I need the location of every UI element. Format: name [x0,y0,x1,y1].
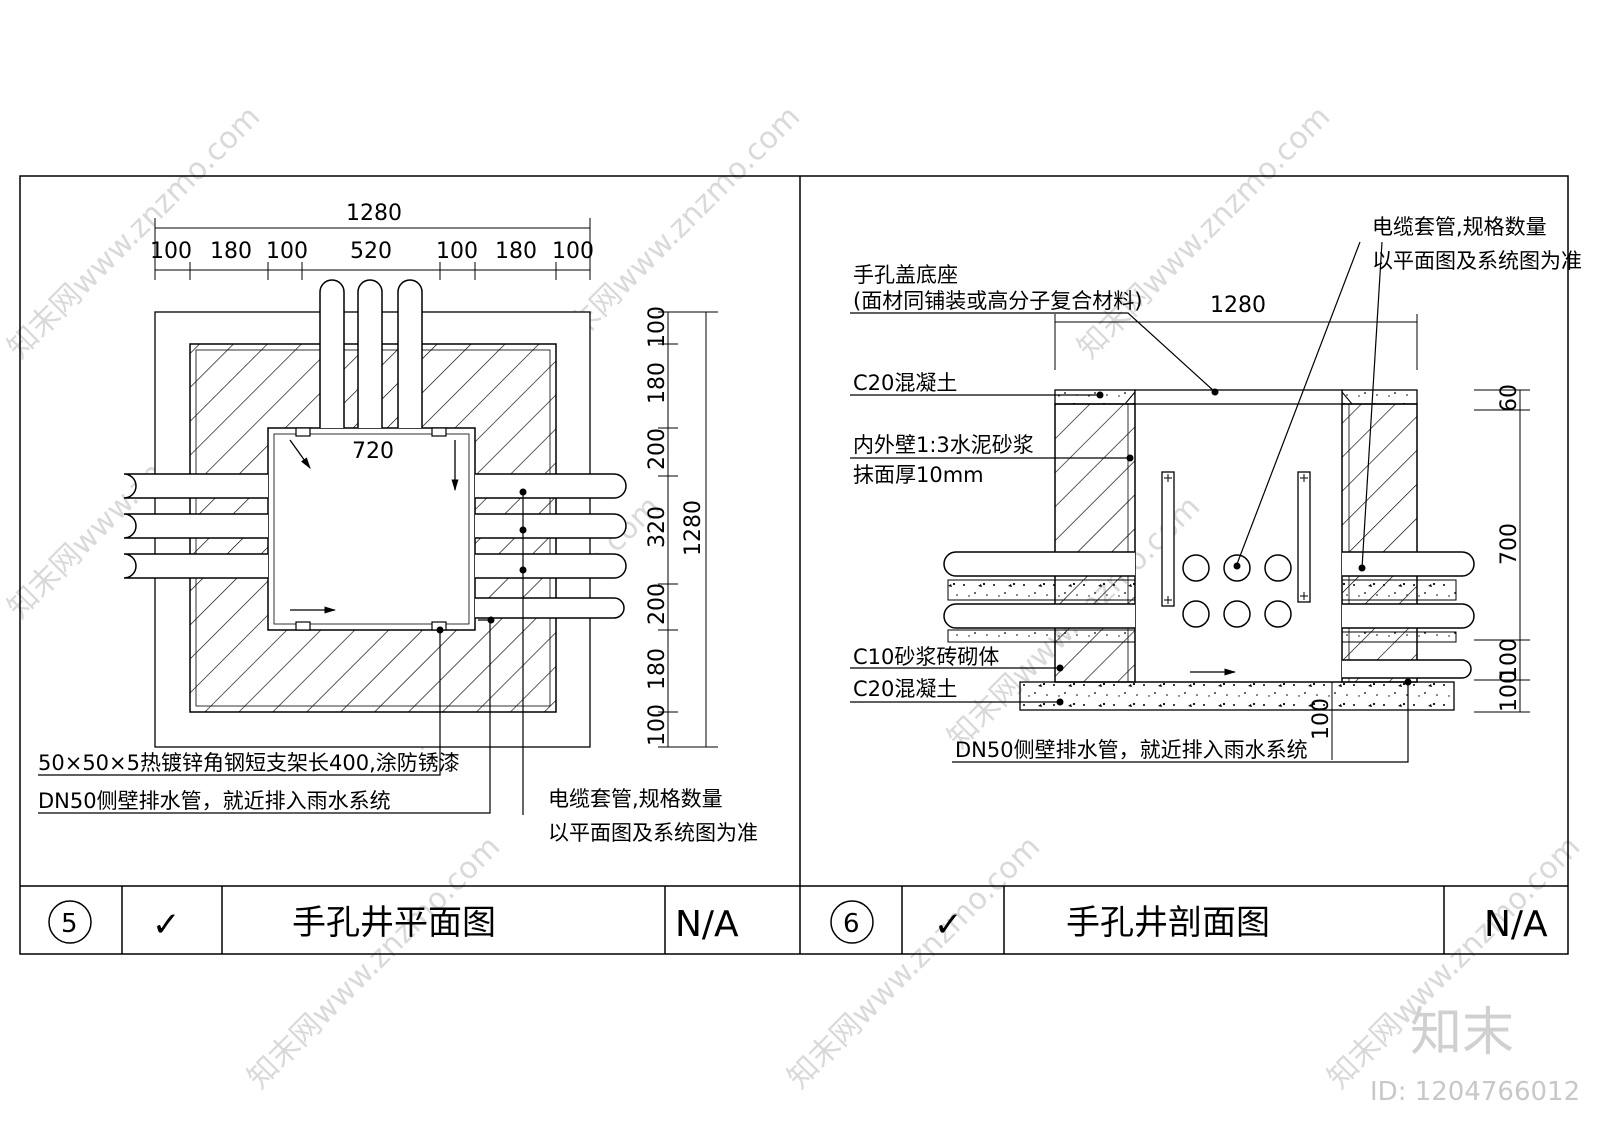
section-view: 1280 60 700 100 100 100 [830,215,1582,945]
plan-dim-right-3: 200 [645,428,670,470]
watermark-logo: 知末 [1410,1003,1514,1063]
section-dims-right [1474,389,1530,713]
plan-dim-right-6: 180 [645,648,670,690]
plan-dim-top-3: 100 [266,239,308,264]
section-note-c10: C10砂浆砖砌体 [853,645,999,669]
section-pipes-right [1342,551,1475,679]
section-note-c20-bottom: C20混凝土 [853,677,957,701]
section-dim-right-1: 60 [1497,384,1522,412]
plan-dim-top-6: 180 [495,239,537,264]
section-base-slab [1019,681,1455,711]
section-bracket-right [1297,471,1311,603]
plan-dim-right-1: 100 [645,306,670,348]
watermark-text-7: 知末网www.znzmo.com [241,829,507,1095]
plan-dim-top-1: 100 [150,239,192,264]
section-pipes-left [943,551,1135,629]
section-dim-top [1054,314,1418,370]
plan-note-bracket: 50×50×5热镀锌角钢短支架长400,涂防锈漆 [38,751,460,775]
watermark-id: ID: 1204766012 [1370,1077,1580,1107]
plan-title-number: 5 [61,909,78,939]
plan-dim-inner: 720 [352,439,394,464]
plan-dims-top [154,218,591,280]
sheet-frame [19,175,1569,955]
plan-pipes-top [319,279,423,428]
section-title-number: 6 [843,909,860,939]
plan-pipes-left [123,473,268,579]
plan-dim-top-5: 100 [436,239,478,264]
section-title-check: ✓ [934,905,963,945]
plan-title-text: 手孔井平面图 [292,903,496,943]
section-note-c20-top: C20混凝土 [853,371,957,395]
section-dim-right-3: 100 [1497,638,1522,680]
plan-note-drain: DN50侧壁排水管，就近排入雨水系统 [38,789,391,813]
plan-dims-right [658,311,718,748]
plan-note-sleeve-2: 以平面图及系统图为准 [548,821,758,845]
plan-dim-top-2: 180 [210,239,252,264]
plan-dim-right-total: 1280 [681,500,706,556]
plan-dim-top-4: 520 [350,239,392,264]
section-note-sleeve-2: 以平面图及系统图为准 [1372,249,1582,273]
plan-title-check: ✓ [152,905,181,945]
section-note-cover-2: (面材同铺装或高分子复合材料) [853,289,1142,313]
plan-title-number-circle [48,900,92,944]
section-note-sleeve-1: 电缆套管,规格数量 [1372,215,1547,239]
plan-dim-right-5: 200 [645,583,670,625]
plan-dim-right-7: 100 [645,704,670,746]
plan-leaders [38,492,524,815]
watermark-text-3: 知末网www.znzmo.com [1071,99,1337,365]
section-note-drain: DN50侧壁排水管，就近排入雨水系统 [955,738,1308,762]
section-title-number-circle [830,900,874,944]
plan-title-scale: N/A [675,904,739,945]
section-leaders [850,241,1409,763]
section-dim-right-2: 700 [1497,523,1522,565]
section-bracket-left [1161,471,1175,607]
section-note-cover-1: 手孔盖底座 [853,263,958,287]
plan-dim-right-2: 180 [645,362,670,404]
plan-pipes-right [475,473,627,619]
section-dim-right-4: 100 [1497,670,1522,712]
plan-view: 720 1280 100 180 100 520 100 180 100 100… [38,201,758,945]
plan-dim-right-4: 320 [645,506,670,548]
section-note-wall-2: 抹面厚10mm [853,463,984,487]
section-note-wall-1: 内外壁1:3水泥砂浆 [853,433,1034,457]
plan-note-sleeve-1: 电缆套管,规格数量 [548,787,723,811]
section-dim-bottom: 100 [1309,698,1334,740]
watermark-text-8: 知末网www.znzmo.com [781,829,1047,1095]
section-title-scale: N/A [1484,904,1548,945]
section-title-text: 手孔井剖面图 [1066,903,1270,943]
plan-dim-top-total: 1280 [346,201,402,226]
section-cover-seat [1134,389,1343,405]
section-dim-top-text: 1280 [1210,293,1266,318]
plan-dim-top-7: 100 [552,239,594,264]
